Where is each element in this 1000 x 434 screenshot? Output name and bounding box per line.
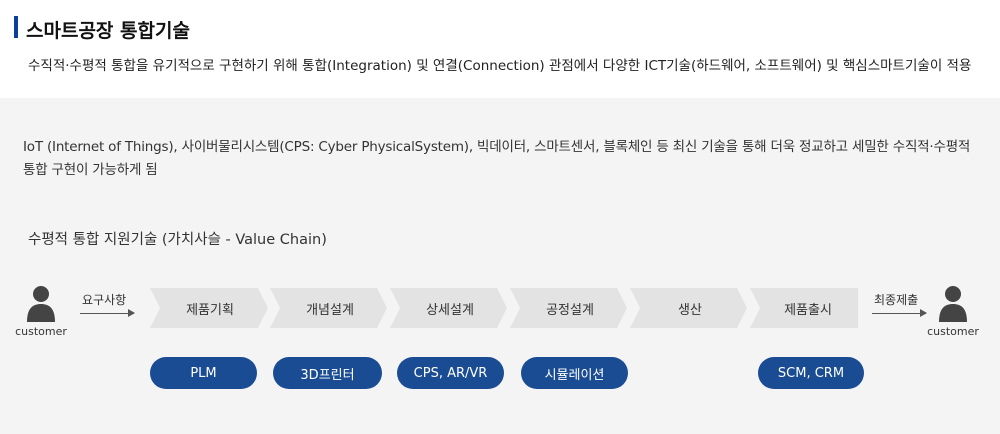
page-title: 스마트공장 통합기술: [26, 19, 190, 42]
tech-pill-simulation: 시뮬레이션: [521, 357, 628, 389]
tech-pill-scm-crm: SCM, CRM: [758, 357, 864, 389]
customer-left-label: customer: [15, 325, 67, 338]
requirement-label: 요구사항: [82, 293, 127, 307]
customer-right-label: customer: [927, 325, 979, 338]
tech-pill-3d-printer: 3D프린터: [273, 357, 382, 389]
customer-right: customer: [918, 284, 988, 338]
stage-production: 생산: [678, 302, 702, 318]
tech-pill-plm: PLM: [150, 357, 257, 389]
stage-detail-design: 상세설계: [426, 302, 474, 318]
final-delivery-label: 최종제출: [874, 293, 919, 307]
stage-process-design: 공정설계: [546, 302, 594, 318]
tech-pill-cps-ar-vr: CPS, AR/VR: [397, 357, 504, 389]
page-subtitle: 수직적·수평적 통합을 유기적으로 구현하기 위해 통합(Integration…: [28, 58, 972, 74]
title-accent-bar: [14, 16, 18, 38]
content-panel: IoT (Internet of Things), 사이버물리시스템(CPS: …: [0, 98, 1000, 434]
customer-left: customer: [6, 284, 76, 338]
requirement-arrow: [80, 309, 135, 317]
section-header: 스마트공장 통합기술: [14, 14, 190, 44]
stage-product-planning: 제품기획: [186, 302, 234, 318]
stage-product-launch: 제품출시: [784, 302, 832, 318]
final-delivery-arrow: [872, 309, 927, 317]
person-icon: [939, 286, 967, 322]
stage-concept-design: 개념설계: [306, 302, 354, 318]
value-chain-title: 수평적 통합 지원기술 (가치사슬 - Value Chain): [28, 232, 327, 248]
person-icon: [27, 286, 55, 322]
description-text: IoT (Internet of Things), 사이버물리시스템(CPS: …: [23, 139, 971, 178]
